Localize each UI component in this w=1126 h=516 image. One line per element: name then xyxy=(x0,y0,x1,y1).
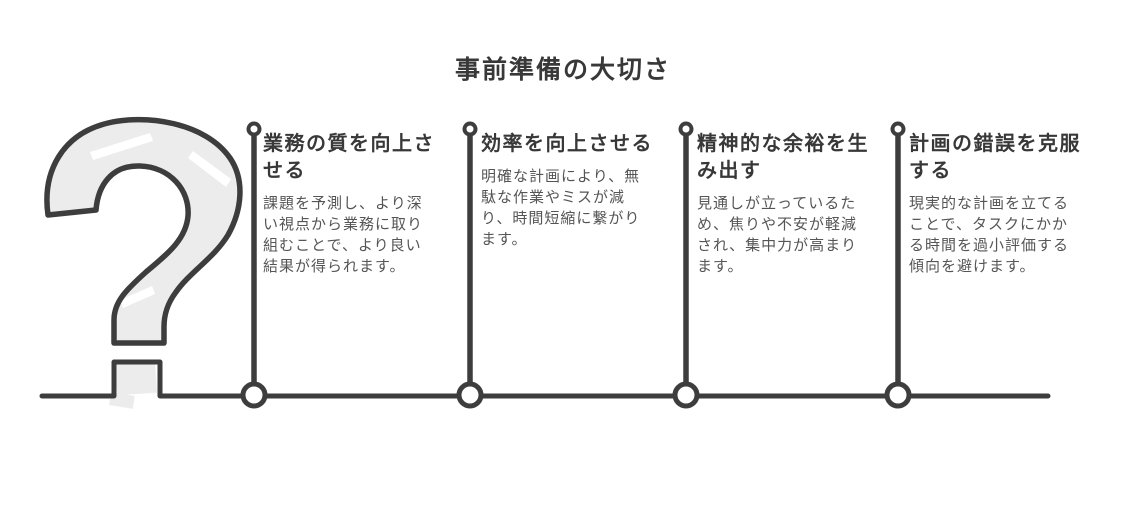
milestone-dot-top xyxy=(246,121,262,137)
page-title: 事前準備の大切さ xyxy=(454,56,671,84)
question-mark-icon xyxy=(44,116,243,409)
milestone-item: 精神的な余裕を生み出す 見通しが立っているため、焦りや不安が軽減され、集中力が高… xyxy=(697,131,875,277)
timeline-baseline xyxy=(39,359,1051,399)
marker-gap-streak xyxy=(90,133,153,160)
milestone-body: 明確な計画により、無駄な作業やミスが減り、時間短縮に繋がります。 xyxy=(481,168,641,248)
question-mark-fill xyxy=(46,119,240,344)
milestone-body: 課題を予測し、より深い視点から業務に取り組むことで、より良い結果が得られます。 xyxy=(263,195,424,275)
milestone-item: 業務の質を向上させる 課題を予測し、より深い視点から業務に取り組むことで、より良… xyxy=(263,131,441,277)
question-dot-fill xyxy=(115,361,158,396)
marker-gap-streak xyxy=(188,151,231,187)
timeline-node-icon xyxy=(456,121,484,409)
milestone-dot-bottom xyxy=(240,381,268,409)
timeline-node-icon xyxy=(884,121,912,409)
timeline-node-icon xyxy=(240,121,268,409)
milestone-body: 現実的な計画を立てることで、タスクにかかる時間を過小評価する傾向を避けます。 xyxy=(909,195,1070,275)
milestone-item: 効率を向上させる 明確な計画により、無駄な作業やミスが減り、時間短縮に繋がります… xyxy=(481,131,659,250)
marker-gap-streak xyxy=(120,286,155,308)
milestone-heading: 効率を向上させる xyxy=(481,133,653,155)
milestone-dot-top xyxy=(462,121,478,137)
milestone-dot-top xyxy=(890,121,906,137)
milestone-dot-bottom xyxy=(884,381,912,409)
milestone-heading: 業務の質を向上させる xyxy=(263,133,435,182)
question-mark-outline xyxy=(44,116,243,346)
milestone-heading: 計画の錯誤を克服する xyxy=(909,133,1081,182)
timeline-node-icon xyxy=(672,121,700,409)
milestone-heading: 精神的な余裕を生み出す xyxy=(697,133,869,182)
milestone-body: 見通しが立っているため、焦りや不安が軽減され、集中力が高まります。 xyxy=(697,195,858,275)
milestone-item: 計画の錯誤を克服する 現実的な計画を立てることで、タスクにかかる時間を過小評価す… xyxy=(909,131,1087,277)
milestone-dot-bottom xyxy=(672,381,700,409)
milestone-dot-bottom xyxy=(456,381,484,409)
milestone-dot-top xyxy=(678,121,694,137)
